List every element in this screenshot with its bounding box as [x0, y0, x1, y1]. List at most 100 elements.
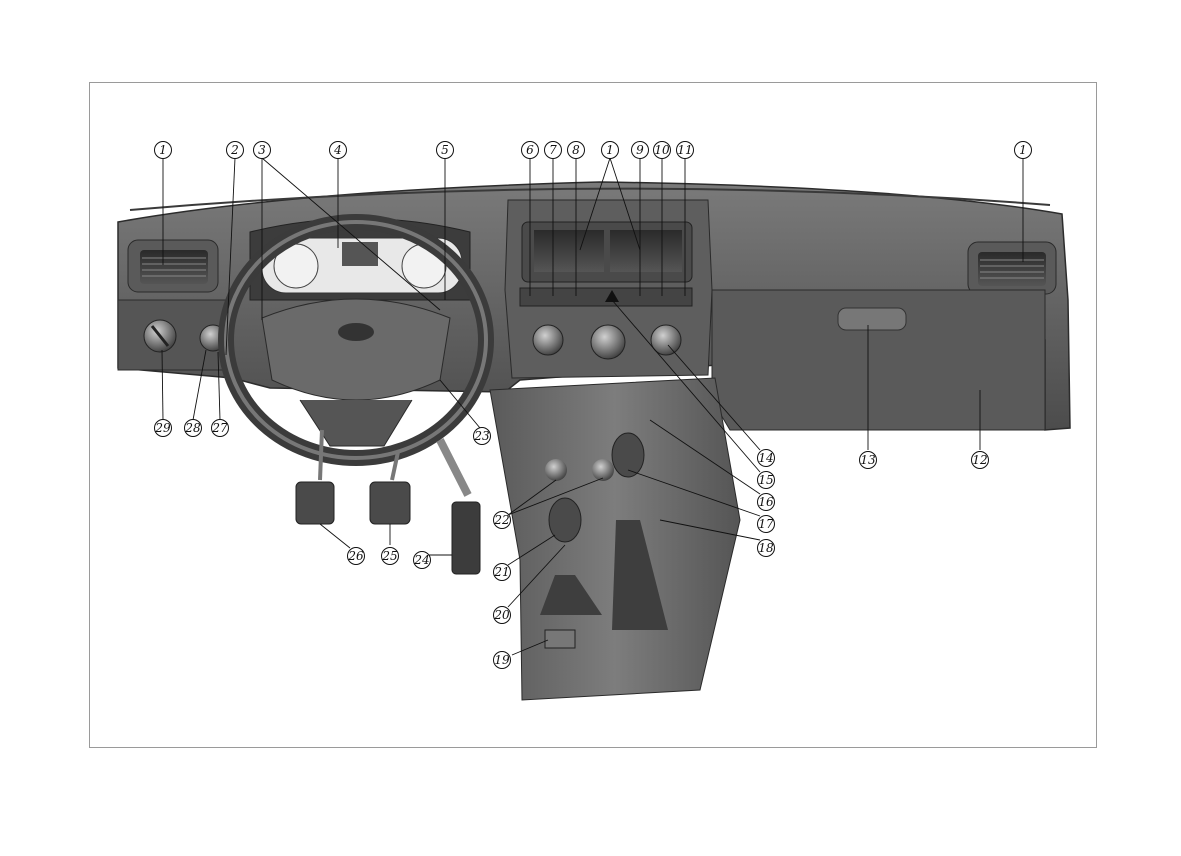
callout-c9: 9: [631, 141, 649, 159]
callout-label: 15: [758, 473, 773, 487]
floor-tunnel: [489, 377, 741, 701]
callout-c2: 2: [226, 141, 244, 159]
callout-circle: [493, 511, 511, 529]
callout-circle: [757, 539, 775, 557]
callout-label: 20: [493, 608, 510, 622]
callout-c12: 12: [971, 451, 989, 469]
callout-label: 11: [677, 143, 692, 157]
callout-c18: 18: [757, 539, 775, 557]
callout-c6: 6: [521, 141, 539, 159]
callout-label: 1: [1019, 143, 1027, 157]
callout-c10: 10: [653, 141, 671, 159]
callout-circle: [859, 451, 877, 469]
callout-label: 6: [526, 143, 534, 157]
left-air-vent: [127, 239, 219, 293]
callout-c24: 24: [413, 551, 431, 569]
callout-label: 23: [473, 429, 490, 443]
callout-label: 27: [211, 421, 228, 435]
callout-circle: [436, 141, 454, 159]
callout-circle: [567, 141, 585, 159]
callout-c14: 14: [757, 449, 775, 467]
pedals: [295, 429, 481, 575]
callout-label: 10: [654, 143, 670, 157]
callout-c5: 5: [436, 141, 454, 159]
callout-circle: [493, 563, 511, 581]
callout-circle: [757, 515, 775, 533]
callout-c3: 3: [253, 141, 271, 159]
callout-circle: [154, 141, 172, 159]
callout-c25: 25: [381, 547, 399, 565]
callout-label: 8: [572, 143, 580, 157]
callout-c28: 28: [184, 419, 202, 437]
callout-label: 7: [549, 143, 557, 157]
callout-c22: 22: [493, 511, 511, 529]
leader-lines: [161, 157, 1024, 656]
callout-label: 28: [184, 421, 201, 435]
callout-circle: [347, 547, 365, 565]
callout-c29: 29: [154, 419, 172, 437]
instrument-cluster: [249, 218, 471, 301]
callout-label: 21: [493, 565, 509, 579]
callout-c27: 27: [211, 419, 229, 437]
callout-label: 14: [758, 451, 773, 465]
callout-circle: [757, 449, 775, 467]
callout-c8: 8: [567, 141, 585, 159]
callout-label: 9: [636, 143, 644, 157]
callout-c20: 20: [493, 606, 511, 624]
callout-label: 22: [493, 513, 509, 527]
callout-circle: [1014, 141, 1032, 159]
callout-label: 3: [258, 143, 266, 157]
callout-circle: [413, 551, 431, 569]
callout-label: 4: [333, 143, 342, 157]
callout-label: 25: [381, 549, 397, 563]
callout-label: 24: [413, 553, 429, 567]
callout-c4: 4: [329, 141, 347, 159]
callout-circle: [253, 141, 271, 159]
callout-label: 13: [860, 453, 876, 467]
callout-c26: 26: [347, 547, 365, 565]
callout-c21: 21: [493, 563, 511, 581]
steering-wheel: [218, 214, 494, 466]
callout-circle: [493, 651, 511, 669]
callout-c1a: 1: [154, 141, 172, 159]
callout-circle: [211, 419, 229, 437]
callout-c15: 15: [757, 471, 775, 489]
glove-box: [711, 289, 1046, 431]
callout-label: 18: [758, 541, 774, 555]
callout-c23: 23: [473, 427, 491, 445]
right-air-vent: [967, 241, 1057, 295]
callout-c1b: 1: [601, 141, 619, 159]
light-switch-panel: [117, 299, 231, 371]
callout-circle: [676, 141, 694, 159]
callout-circle: [971, 451, 989, 469]
callout-circle: [757, 471, 775, 489]
callout-c1c: 1: [1014, 141, 1032, 159]
callout-c13: 13: [859, 451, 877, 469]
callout-c19: 19: [493, 651, 511, 669]
callout-circle: [757, 493, 775, 511]
callout-circle: [601, 141, 619, 159]
callout-c17: 17: [757, 515, 775, 533]
callout-circle: [381, 547, 399, 565]
callout-c11: 11: [676, 141, 694, 159]
callout-circle: [226, 141, 244, 159]
callout-label: 29: [154, 421, 171, 435]
callout-circle: [544, 141, 562, 159]
callout-label: 17: [758, 517, 774, 531]
callout-circle: [473, 427, 491, 445]
callout-c7: 7: [544, 141, 562, 159]
callout-circle: [521, 141, 539, 159]
callout-circle: [653, 141, 671, 159]
callout-c16: 16: [757, 493, 775, 511]
callout-circle: [631, 141, 649, 159]
callout-label: 1: [606, 143, 614, 157]
callout-circle: [154, 419, 172, 437]
callout-circle: [184, 419, 202, 437]
callout-label: 5: [441, 143, 449, 157]
callout-label: 2: [230, 143, 239, 157]
callout-label: 1: [159, 143, 167, 157]
callout-label: 16: [758, 495, 774, 509]
callout-label: 12: [972, 453, 987, 467]
